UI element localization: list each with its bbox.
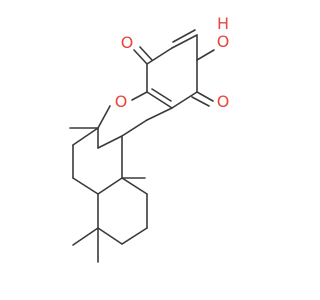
pyran-ring (69, 91, 173, 149)
bond-c5-o (133, 49, 148, 65)
bond-c6-c7 (171, 34, 198, 49)
bond-l1 (121, 177, 148, 195)
bond-c1-c9a (146, 107, 173, 121)
bond-m4 (97, 177, 123, 195)
bond-c9-c9a (171, 91, 198, 109)
bond-c9-o-double (191, 96, 210, 107)
ring-oxygen-label: O (115, 92, 128, 111)
molecule-structure-diagram: O O O O H (69, 14, 230, 263)
ketone-right-oxygen-label: O (217, 92, 230, 111)
bond-c8-oh (196, 49, 215, 61)
bond-c5-c6 (146, 47, 173, 65)
bond-c4a-o (131, 91, 148, 101)
structure-canvas: O O O O H (69, 14, 230, 263)
hydroxyl-oxygen-label: O (217, 32, 230, 51)
bond-c9-o (196, 91, 214, 102)
bond-c4a-c9a (146, 91, 173, 109)
middle-ring (72, 127, 146, 195)
bond-c5-o-double (139, 46, 153, 61)
bond-o-c4 (97, 105, 111, 129)
bond-m1 (72, 127, 99, 146)
lower-ring (72, 177, 148, 263)
bond-c3-c2 (97, 135, 123, 149)
bond-l3 (121, 227, 148, 245)
bond-m3 (72, 177, 99, 195)
quinone-ring (133, 29, 215, 109)
hydroxyl-hydrogen-label: H (217, 14, 229, 33)
bond-c4a-c9a-double (151, 88, 172, 102)
bond-c2-c1 (121, 119, 148, 137)
bond-l4 (97, 227, 123, 245)
bond-c6-c7-double (172, 29, 196, 43)
bond-gem-methyl-1 (72, 227, 99, 246)
ketone-top-oxygen-label: O (121, 33, 134, 52)
